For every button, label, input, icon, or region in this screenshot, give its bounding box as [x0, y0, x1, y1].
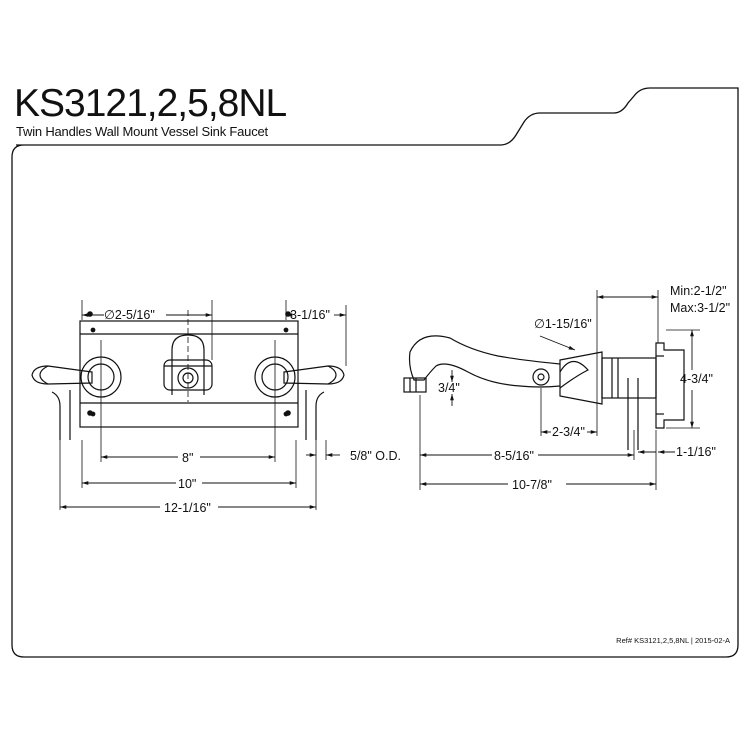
dim-spacing-8: 8": [182, 451, 193, 465]
dim-wall-max: Max:3-1/2": [670, 301, 730, 315]
faucet-body: [601, 357, 657, 399]
drawing-frame: [11, 87, 739, 658]
dim-flange: 1-1/16": [676, 445, 716, 459]
front-view: [31, 300, 347, 510]
dim-height: 4-3/4": [680, 372, 713, 386]
mounting-plate: [79, 320, 299, 428]
dim-handle-depth: 2-3/4": [552, 425, 585, 439]
side-extension-lines: [419, 290, 700, 490]
product-description: Twin Handles Wall Mount Vessel Sink Fauc…: [16, 124, 268, 139]
dim-wall-min: Min:2-1/2": [670, 284, 727, 298]
dim-handle-diameter: ∅2-5/16": [104, 308, 155, 322]
dim-plate-width: 3-1/16": [290, 308, 330, 322]
side-dimension-lines: [420, 295, 694, 486]
aerator: [403, 377, 427, 393]
dim-spacing-10: 10": [178, 477, 196, 491]
side-handle: [559, 351, 603, 405]
model-title: KS3121,2,5,8NL: [14, 82, 287, 125]
side-view: [403, 335, 685, 450]
dim-spout-reach: 8-5/16": [494, 449, 534, 463]
dim-overall-width: 12-1/16": [164, 501, 211, 515]
wall-flange: [655, 342, 685, 429]
front-dimension-lines: [60, 313, 346, 509]
reference-number: Ref# KS3121,2,5,8NL | 2015-02-A: [616, 636, 730, 645]
dim-aerator: 3/4": [438, 381, 460, 395]
dim-body-diameter: ∅1-15/16": [534, 317, 592, 331]
dim-overall-reach: 10-7/8": [512, 478, 552, 492]
side-spout: [408, 335, 561, 388]
front-spout-body: [171, 334, 205, 395]
dim-supply-od: 5/8" O.D.: [350, 449, 401, 463]
